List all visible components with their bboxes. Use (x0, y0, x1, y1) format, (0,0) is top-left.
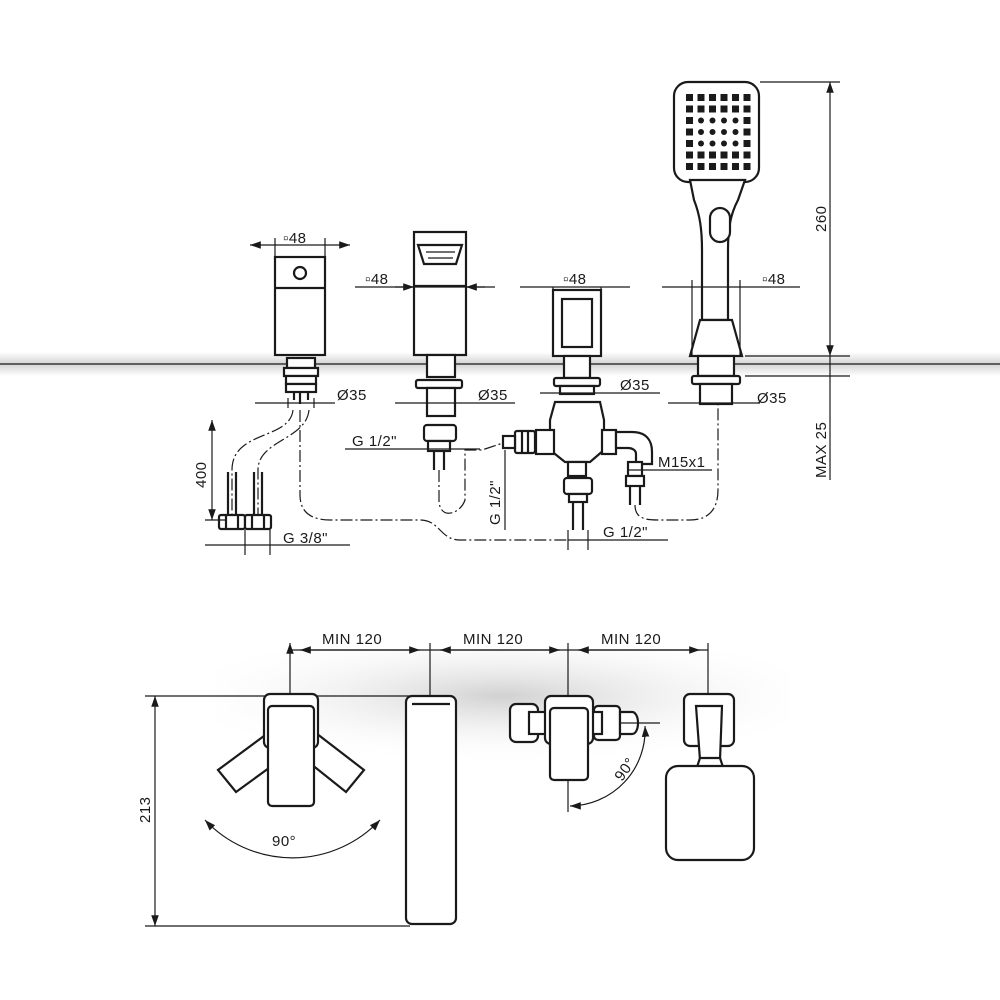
component-hand-shower (672, 80, 761, 406)
spray-nozzle (743, 117, 751, 124)
spray-nozzle (743, 163, 751, 170)
spray-nozzles (686, 94, 751, 170)
dim-thread-g12-c: G 1/2" (603, 524, 648, 541)
spray-nozzle (709, 163, 716, 170)
spray-nozzle (720, 151, 728, 159)
spray-nozzle (709, 140, 716, 147)
dim-thread-g38: G 3/8" (283, 530, 328, 547)
spray-nozzle (709, 94, 716, 101)
spray-nozzle (698, 129, 704, 135)
spray-nozzle (720, 163, 728, 170)
spray-nozzle (686, 94, 693, 101)
dim-min-120-a: MIN 120 (322, 631, 382, 648)
spray-nozzle (709, 105, 716, 113)
dim-thread-g12-a: G 1/2" (352, 433, 397, 450)
spray-nozzle (709, 151, 716, 159)
dim-max-25: MAX 25 (813, 422, 830, 478)
component-bath-spout (412, 230, 504, 514)
dim-square-48-c: ▫48 (563, 271, 587, 288)
spray-nozzle (732, 140, 739, 147)
spray-nozzle (743, 140, 751, 147)
spray-nozzle (743, 128, 751, 136)
spray-nozzle (721, 117, 727, 124)
spray-nozzle (686, 128, 693, 136)
spray-nozzle (743, 105, 751, 113)
spray-nozzle (709, 117, 716, 124)
dim-dia-35-b: Ø35 (478, 387, 508, 404)
spray-nozzle (697, 105, 705, 113)
spray-nozzle (743, 151, 751, 159)
dim-height-260: 260 (813, 205, 830, 232)
plan-bath-spout (404, 694, 458, 926)
spray-nozzle (686, 151, 693, 159)
plan-hand-shower (664, 692, 756, 862)
spray-nozzle (709, 129, 716, 135)
spray-nozzle (732, 163, 739, 170)
spray-nozzle (721, 140, 727, 147)
spray-nozzle (697, 94, 705, 101)
spray-nozzle (686, 105, 693, 113)
spray-nozzle (721, 129, 727, 135)
dim-min-120-b: MIN 120 (463, 631, 523, 648)
spray-nozzle (697, 151, 705, 159)
spray-nozzle (686, 117, 693, 124)
spray-nozzle (720, 105, 728, 113)
spray-nozzle (743, 94, 751, 101)
dim-square-48-a: ▫48 (283, 230, 307, 247)
dim-thread-g12-b: G 1/2" (487, 480, 504, 525)
dim-dia-35-d: Ø35 (757, 390, 787, 407)
component-mixer-lever (217, 255, 567, 541)
dim-hose-400: 400 (193, 461, 210, 488)
plan-mixer-lever: 90° (204, 692, 381, 859)
spray-nozzle (732, 151, 739, 159)
dim-thread-m15: M15x1 (658, 454, 706, 471)
front-elevation: ▫48 ▫48 ▫48 ▫48 Ø35 Ø35 Ø35 Ø35 G 1/2" G… (0, 80, 1000, 555)
spray-nozzle (686, 163, 693, 170)
dim-height-213: 213 (137, 796, 154, 823)
spray-nozzle (732, 94, 739, 101)
plan-view: MIN 120 MIN 120 MIN 120 213 90° (137, 631, 790, 927)
spray-nozzle (732, 129, 739, 135)
dim-angle-90-a: 90° (272, 833, 296, 850)
spray-nozzle (697, 163, 705, 170)
spray-nozzle (698, 140, 704, 147)
dim-dia-35-a: Ø35 (337, 387, 367, 404)
spray-nozzle (720, 94, 728, 101)
spray-nozzle (732, 117, 739, 124)
spray-nozzle (698, 117, 704, 124)
dim-dia-35-c: Ø35 (620, 377, 650, 394)
component-diverter-valve (501, 288, 719, 530)
dim-square-48-b: ▫48 (365, 271, 389, 288)
spray-nozzle (732, 105, 739, 113)
dim-square-48-d: ▫48 (762, 271, 786, 288)
spray-nozzle (686, 140, 693, 147)
dim-min-120-c: MIN 120 (601, 631, 661, 648)
plan-diverter-valve: 90° (508, 694, 660, 812)
front-dimension-lines (205, 81, 850, 555)
